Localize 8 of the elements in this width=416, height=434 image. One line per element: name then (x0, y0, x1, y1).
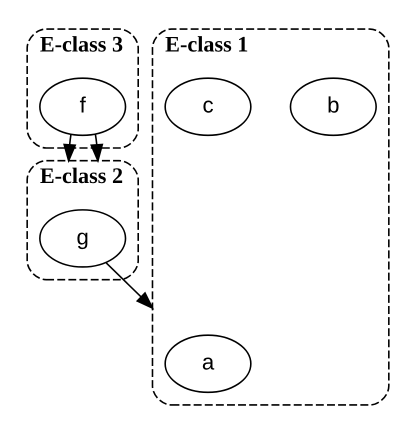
arrow (90, 134, 104, 164)
node-ellipse: c (164, 77, 252, 136)
node-ellipse: g (39, 209, 126, 268)
arrow (106, 262, 154, 310)
node-ellipse: a (164, 334, 252, 394)
arrow (63, 134, 76, 164)
node-ellipse: b (290, 77, 377, 136)
node-ellipse: f (39, 77, 126, 136)
